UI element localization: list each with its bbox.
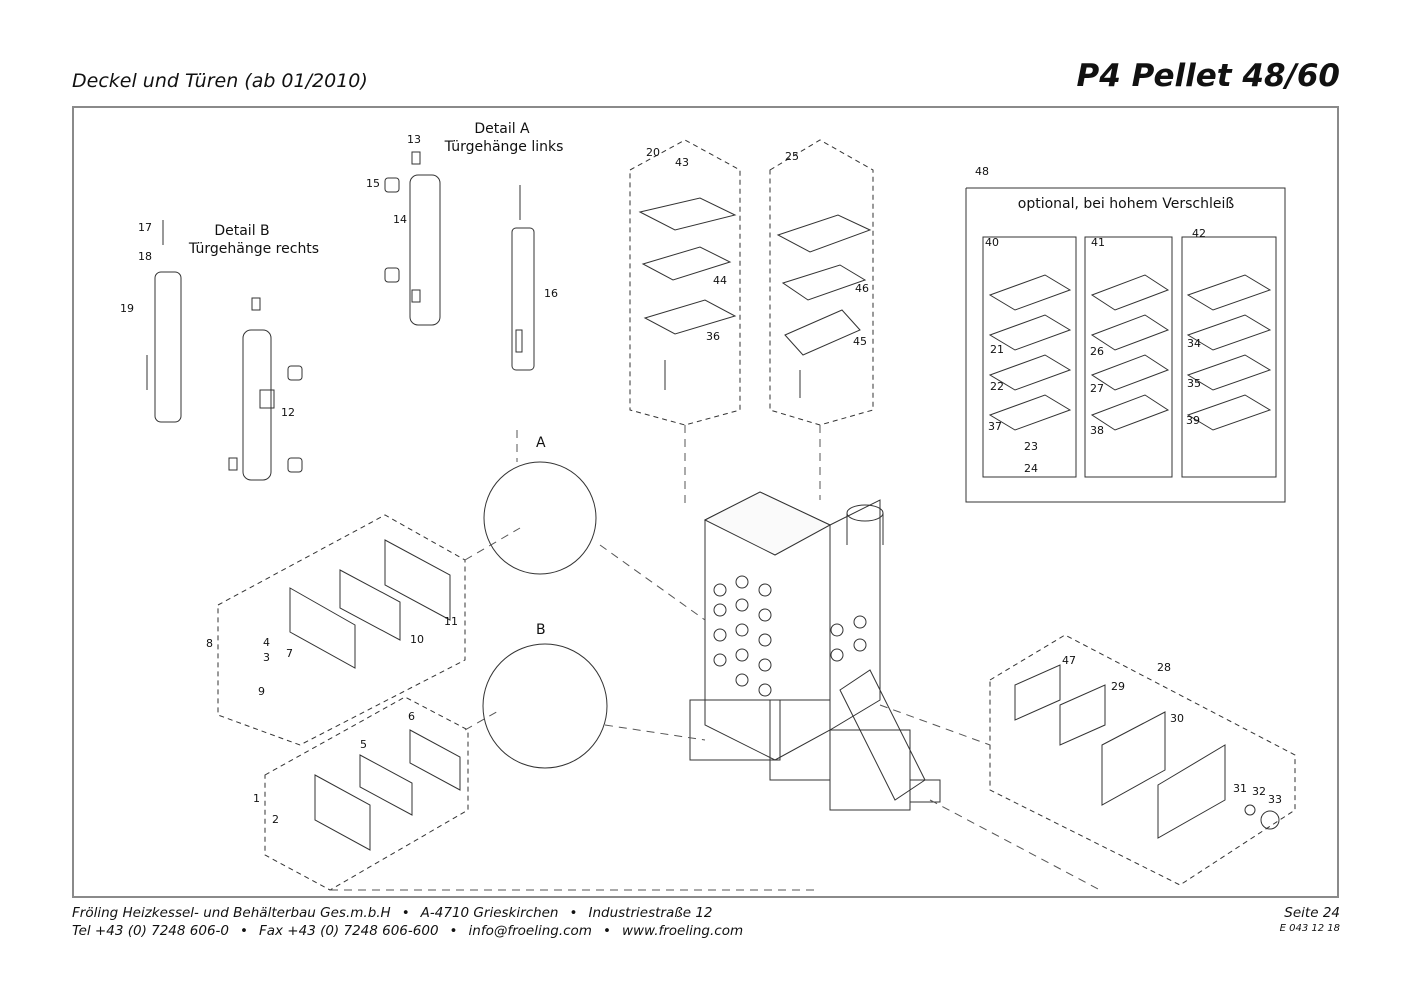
- circle-a-label: A: [536, 435, 546, 451]
- callout: 24: [1024, 462, 1038, 475]
- callout: 28: [1157, 661, 1171, 674]
- callout: 41: [1091, 236, 1105, 249]
- callout: 37: [988, 420, 1002, 433]
- detail-a-title: Detail A: [474, 121, 530, 137]
- group-48-caption: optional, bei hohem Verschleiß: [1018, 196, 1235, 212]
- callout: 2: [272, 813, 279, 826]
- callout: 7: [286, 647, 293, 660]
- callout: 23: [1024, 440, 1038, 453]
- detail-circle-a: [483, 461, 597, 575]
- callout: 5: [360, 738, 367, 751]
- group-25-cover: [769, 139, 874, 426]
- callout: 31: [1233, 782, 1247, 795]
- group-8-door: [217, 514, 466, 746]
- callout: 11: [444, 615, 458, 628]
- group-48-number: 48: [975, 165, 989, 178]
- callout: 1: [253, 792, 260, 805]
- footer-fax: Fax +43 (0) 7248 606-600: [258, 923, 439, 939]
- callout: 38: [1090, 424, 1104, 437]
- drawing-frame: [72, 106, 1339, 898]
- callout: 12: [281, 406, 295, 419]
- footer-web[interactable]: www.froeling.com: [621, 923, 744, 939]
- callout: 27: [1090, 382, 1104, 395]
- detail-a-hinge-left: [384, 151, 535, 371]
- callout: 43: [675, 156, 689, 169]
- footer-company: Fröling Heizkessel- und Behälterbau Ges.…: [72, 905, 391, 921]
- callout: 44: [713, 274, 727, 287]
- page-title: P4 Pellet 48/60: [1076, 58, 1341, 94]
- page-number: Seite 24: [1284, 905, 1340, 921]
- footer-email[interactable]: info@froeling.com: [468, 923, 592, 939]
- callout: 39: [1186, 414, 1200, 427]
- callout: 45: [853, 335, 867, 348]
- callout: 26: [1090, 345, 1104, 358]
- diagram-labels: Detail A Türgehänge links Detail B Türge…: [120, 121, 1282, 826]
- callout: 10: [410, 633, 424, 646]
- callout: 17: [138, 221, 152, 234]
- page-subtitle: Deckel und Türen (ab 01/2010): [72, 70, 368, 92]
- footer-page-info: Seite 24 E 043 12 18: [1280, 904, 1340, 936]
- group-1-door: [264, 696, 469, 891]
- group-20-cover: [629, 139, 741, 426]
- footer-street: Industriestraße 12: [588, 905, 713, 921]
- callout: 47: [1062, 654, 1076, 667]
- callout: 6: [408, 710, 415, 723]
- detail-b-hinge-right: [146, 220, 303, 481]
- callout: 30: [1170, 712, 1184, 725]
- callout: 46: [855, 282, 869, 295]
- callout: 3: [263, 651, 270, 664]
- callout: 40: [985, 236, 999, 249]
- circle-b-label: B: [536, 622, 546, 638]
- detail-b-title: Detail B: [214, 223, 269, 239]
- callout: 18: [138, 250, 152, 263]
- detail-b-subtitle: Türgehänge rechts: [188, 241, 319, 257]
- callout: 35: [1187, 377, 1201, 390]
- callout: 20: [646, 146, 660, 159]
- callout: 8: [206, 637, 213, 650]
- callout: 22: [990, 380, 1004, 393]
- callout: 16: [544, 287, 558, 300]
- group-48-optional: [965, 187, 1286, 503]
- footer-contact: Fröling Heizkessel- und Behälterbau Ges.…: [72, 905, 744, 939]
- footer-tel: Tel +43 (0) 7248 606-0: [72, 923, 229, 939]
- detail-a-subtitle: Türgehänge links: [444, 139, 564, 155]
- detail-circle-b: [482, 643, 608, 769]
- callout: 4: [263, 636, 270, 649]
- callout: 9: [258, 685, 265, 698]
- callout: 25: [785, 150, 799, 163]
- boiler-body: [689, 491, 941, 811]
- doc-code: E 043 12 18: [1279, 923, 1340, 934]
- callout: 34: [1187, 337, 1201, 350]
- callout: 42: [1192, 227, 1206, 240]
- callout: 19: [120, 302, 134, 315]
- callout: 14: [393, 213, 407, 226]
- callout: 33: [1268, 793, 1282, 806]
- callout: 13: [407, 133, 421, 146]
- callout: 21: [990, 343, 1004, 356]
- callout: 15: [366, 177, 380, 190]
- group-28-rear-panels: [989, 634, 1296, 886]
- callout: 29: [1111, 680, 1125, 693]
- callout: 36: [706, 330, 720, 343]
- footer-address: A-4710 Grieskirchen: [420, 905, 559, 921]
- callout: 32: [1252, 785, 1266, 798]
